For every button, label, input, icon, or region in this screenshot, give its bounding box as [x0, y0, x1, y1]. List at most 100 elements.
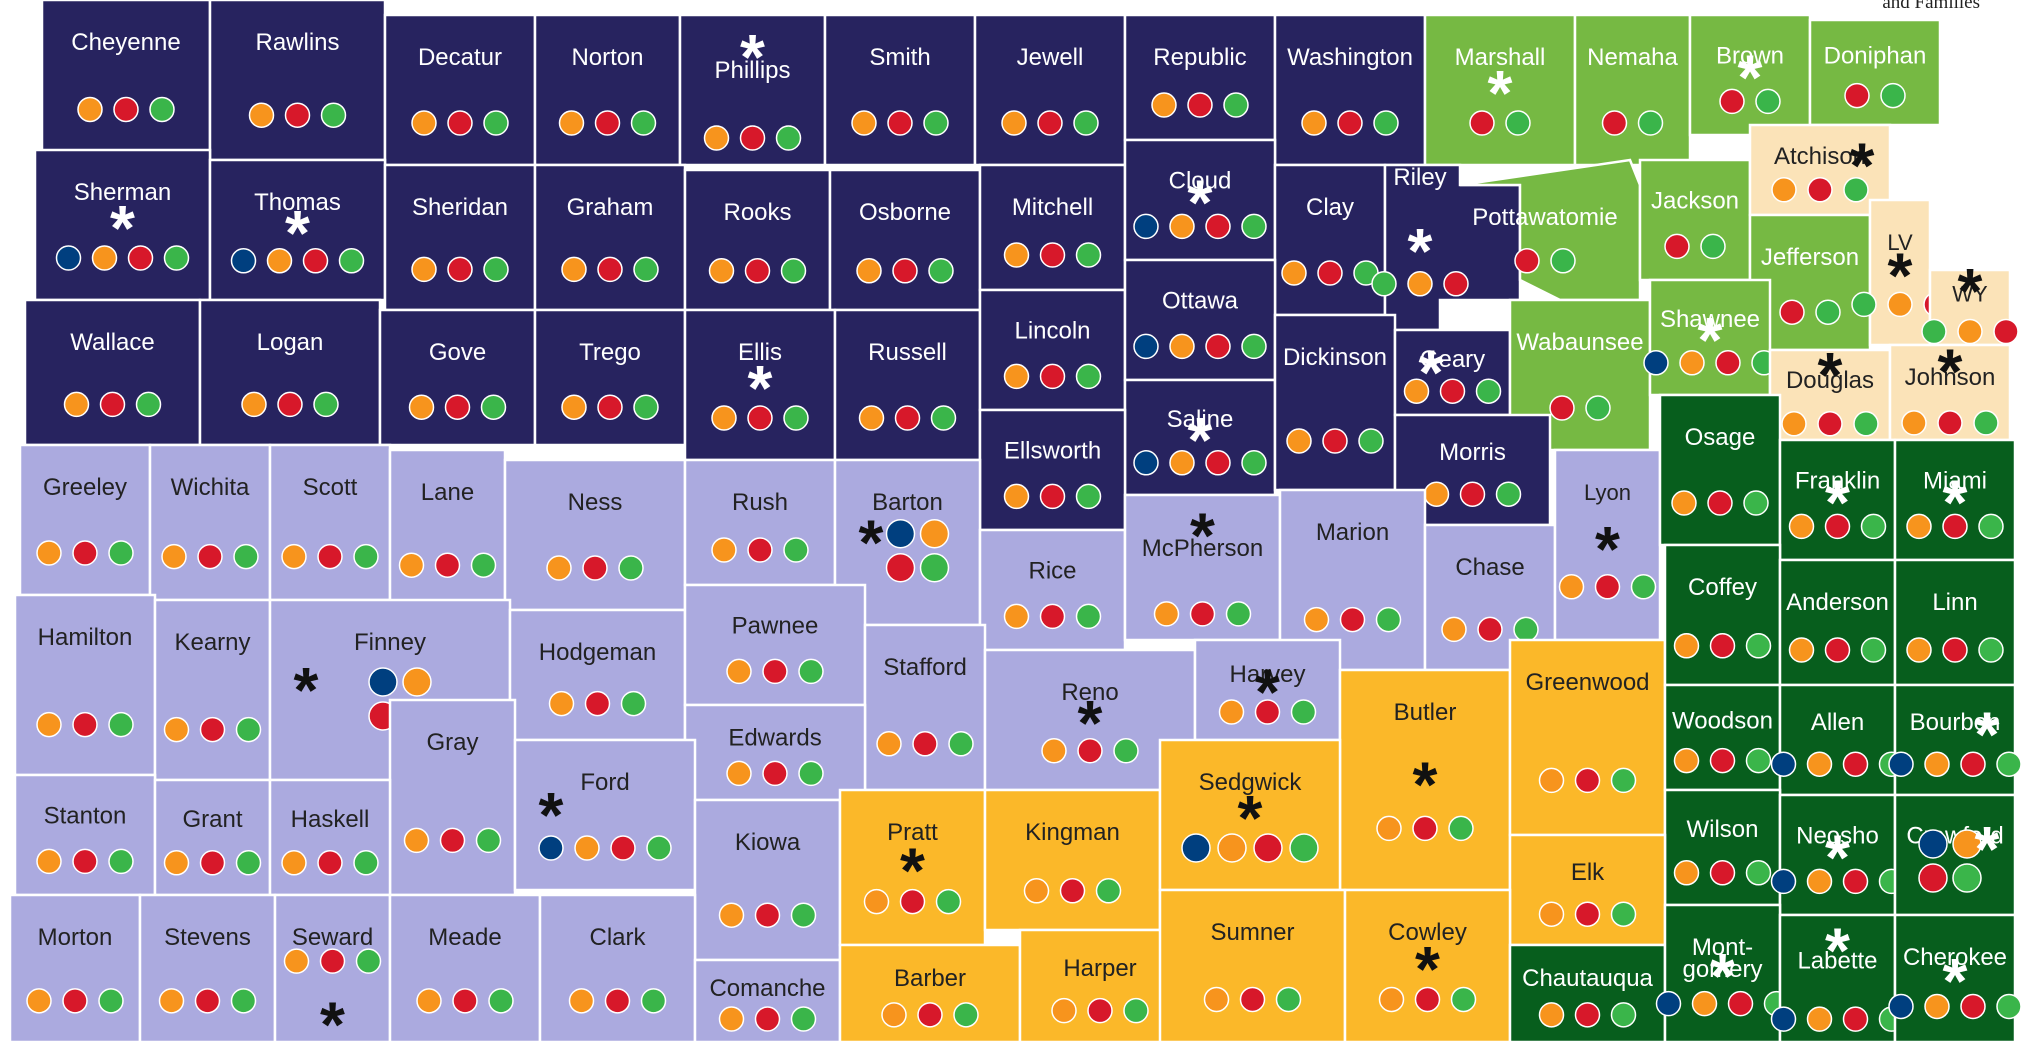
county-mitchell[interactable]: Mitchell — [978, 163, 1127, 292]
county-shape[interactable] — [1508, 638, 1667, 837]
county-shape[interactable] — [1423, 13, 1577, 167]
county-edwards[interactable]: Edwards — [683, 703, 867, 802]
county-mont-gomery[interactable]: Mont-gomery* — [1655, 903, 1790, 1044]
county-seward[interactable]: Seward* — [273, 893, 392, 1047]
county-shape[interactable] — [833, 308, 982, 462]
county-osage[interactable]: Osage — [1658, 393, 1782, 547]
county-miami[interactable]: Miami* — [1893, 438, 2017, 562]
county-elk[interactable]: Elk — [1508, 833, 1667, 947]
county-bourbon[interactable]: Bourbon* — [1888, 683, 2022, 797]
county-smith[interactable]: Smith — [823, 13, 977, 167]
county-shape[interactable] — [683, 168, 832, 312]
county-kiowa[interactable]: Kiowa — [693, 798, 842, 962]
county-shawnee[interactable]: Shawnee* — [1643, 278, 1777, 397]
county-shape[interactable] — [683, 583, 867, 707]
county-shape[interactable] — [978, 163, 1127, 292]
county-shape[interactable] — [1778, 558, 1897, 687]
county-shape[interactable] — [513, 738, 697, 892]
county-kingman[interactable]: Kingman — [983, 788, 1162, 932]
county-shape[interactable] — [40, 0, 212, 154]
county-shape[interactable] — [1663, 543, 1782, 687]
county-atchison[interactable]: Atchison* — [1748, 123, 1892, 217]
county-dickinson[interactable]: Dickinson — [1273, 313, 1397, 492]
county-cloud[interactable]: Cloud* — [1123, 138, 1277, 262]
county-thomas[interactable]: Thomas* — [208, 158, 387, 302]
county-shape[interactable] — [198, 298, 382, 447]
county-shape[interactable] — [378, 308, 537, 447]
county-marshall[interactable]: Marshall* — [1423, 13, 1577, 167]
county-shape[interactable] — [268, 443, 392, 602]
county-lincoln[interactable]: Lincoln — [978, 288, 1127, 412]
county-shape[interactable] — [18, 443, 152, 597]
county-russell[interactable]: Russell — [833, 308, 982, 462]
county-shape[interactable] — [1648, 278, 1772, 397]
county-shape[interactable] — [388, 893, 542, 1044]
county-lyon[interactable]: Lyon* — [1553, 448, 1662, 642]
county-shape[interactable] — [503, 458, 687, 612]
county-shape[interactable] — [268, 778, 392, 897]
county-shape[interactable] — [978, 288, 1127, 412]
county-saline[interactable]: Saline* — [1123, 378, 1277, 497]
county-ottawa[interactable]: Ottawa — [1123, 258, 1277, 382]
county-douglas[interactable]: Douglas* — [1768, 339, 1892, 442]
county-clark[interactable]: Clark — [538, 893, 697, 1044]
county-shape[interactable] — [1893, 558, 2017, 687]
county-anderson[interactable]: Anderson — [1778, 558, 1897, 687]
county-comanche[interactable]: Comanche — [693, 958, 842, 1044]
county-barber[interactable]: Barber — [838, 943, 1022, 1044]
county-jackson[interactable]: Jackson — [1638, 158, 1752, 282]
county-phillips[interactable]: Phillips* — [678, 13, 827, 167]
county-morris[interactable]: Morris — [1393, 413, 1552, 527]
county-sedgwick[interactable]: Sedgwick* — [1158, 738, 1342, 892]
county-shape[interactable] — [208, 158, 387, 302]
county-shape[interactable] — [1808, 18, 1942, 127]
county-shape[interactable] — [978, 528, 1127, 652]
county-doniphan[interactable]: Doniphan — [1808, 18, 1942, 127]
county-shape[interactable] — [823, 13, 977, 167]
county-shape[interactable] — [13, 773, 157, 897]
county-sherman[interactable]: Sherman* — [33, 148, 212, 302]
county-wabaunsee[interactable]: Wabaunsee — [1508, 298, 1652, 452]
county-franklin[interactable]: Franklin* — [1778, 438, 1897, 562]
county-grant[interactable]: Grant — [153, 778, 272, 897]
county-shape[interactable] — [1123, 13, 1277, 142]
county-cherokee[interactable]: Cherokee* — [1888, 913, 2022, 1044]
county-wilson[interactable]: Wilson — [1663, 788, 1782, 907]
county-geary[interactable]: Geary* — [1393, 328, 1512, 417]
county-riley[interactable]: Riley* — [1371, 163, 1522, 332]
county-shape[interactable] — [863, 623, 987, 792]
county-shape[interactable] — [1573, 13, 1692, 167]
county-shape[interactable] — [1273, 313, 1397, 492]
county-shape[interactable] — [533, 163, 687, 312]
county-clay[interactable]: Clay — [1273, 163, 1387, 317]
county-stafford[interactable]: Stafford — [863, 623, 987, 792]
county-shape[interactable] — [153, 598, 272, 782]
county-scott[interactable]: Scott — [268, 443, 392, 602]
county-morton[interactable]: Morton — [8, 893, 142, 1044]
county-shape[interactable] — [383, 13, 537, 167]
county-cheyenne[interactable]: Cheyenne — [40, 0, 212, 154]
county-logan[interactable]: Logan — [198, 298, 382, 447]
county-sheridan[interactable]: Sheridan — [383, 163, 537, 312]
county-norton[interactable]: Norton — [533, 13, 682, 167]
county-ness[interactable]: Ness — [503, 458, 687, 612]
county-harper[interactable]: Harper — [1018, 928, 1182, 1044]
county-johnson[interactable]: Johnson* — [1888, 336, 2012, 442]
county-shape[interactable] — [383, 163, 537, 312]
county-shape[interactable] — [148, 443, 272, 602]
county-rush[interactable]: Rush — [683, 458, 837, 587]
county-shape[interactable] — [1273, 13, 1427, 167]
county-mcpherson[interactable]: McPherson* — [1123, 493, 1282, 642]
county-stanton[interactable]: Stanton — [13, 773, 157, 897]
county-decatur[interactable]: Decatur — [383, 13, 537, 167]
county-stevens[interactable]: Stevens — [138, 893, 277, 1044]
county-osborne[interactable]: Osborne — [828, 168, 982, 312]
county-graham[interactable]: Graham — [533, 163, 687, 312]
county-wy[interactable]: WY* — [1921, 255, 2019, 347]
county-woodson[interactable]: Woodson — [1663, 683, 1782, 792]
county-meade[interactable]: Meade — [388, 893, 542, 1044]
county-shape[interactable] — [973, 13, 1127, 167]
county-rawlins[interactable]: Rawlins — [208, 0, 387, 162]
county-hamilton[interactable]: Hamilton — [13, 593, 157, 777]
county-shape[interactable] — [1553, 448, 1662, 642]
